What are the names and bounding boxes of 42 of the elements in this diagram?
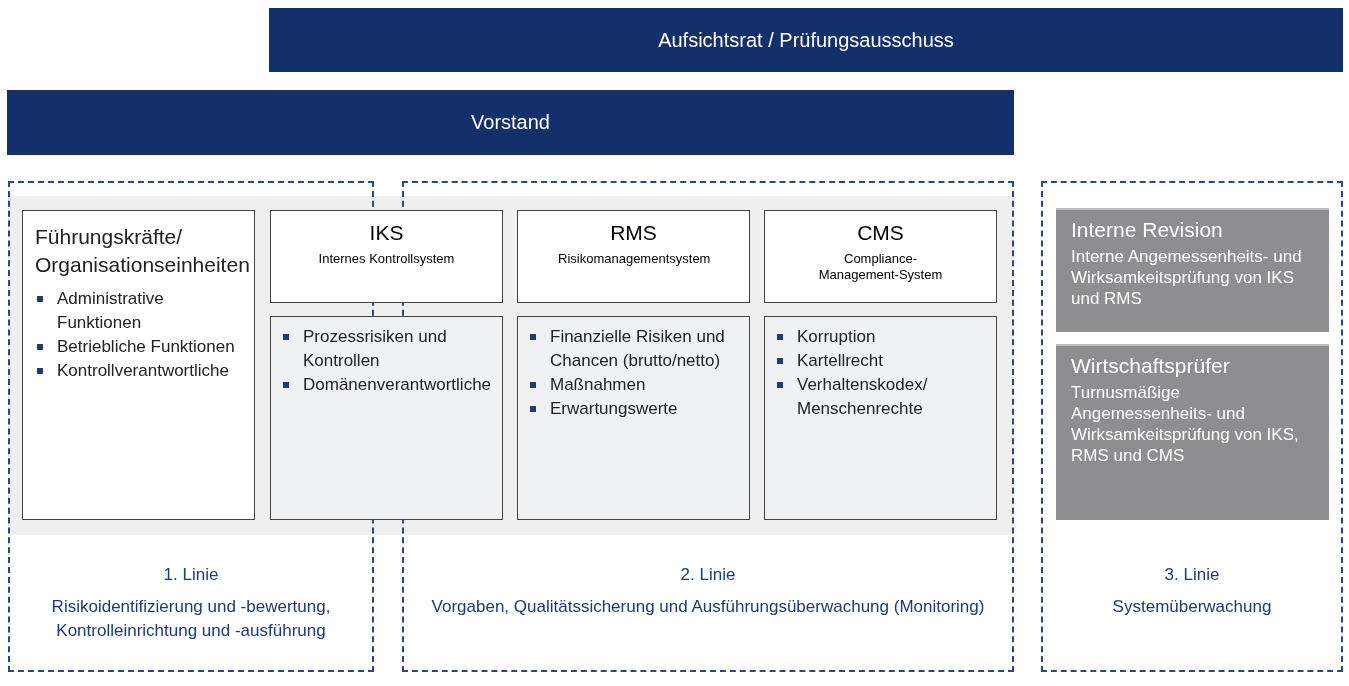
bullet-item: Verhaltenskodex/ Menschenrechte <box>775 373 990 421</box>
box-heading: Wirtschaftsprüfer <box>1071 354 1231 378</box>
list-box <box>764 316 997 520</box>
title-bar <box>269 8 1343 72</box>
bar-title: Aufsichtsrat / Prüfungsausschuss <box>658 28 954 52</box>
bullet-item: Maßnahmen <box>528 373 743 397</box>
bullet-item: Betriebliche Funktionen <box>35 335 248 359</box>
bullet-item: Kartellrecht <box>775 349 990 373</box>
bar-title: Vorstand <box>471 111 550 134</box>
bullet-item: Finanzielle Risiken und Chancen (brutto/netto) <box>528 325 743 373</box>
box-heading: CMS <box>856 221 905 245</box>
dashed-region <box>1041 181 1343 672</box>
column-heading: 3. Linie <box>1163 564 1221 586</box>
box-heading: Führungskräfte/ Organisationseinheiten <box>35 224 248 278</box>
box-heading: Interne Revision <box>1071 218 1224 242</box>
column-heading: 1. Linie <box>162 564 220 586</box>
bullet-item: Administrative Funktionen <box>35 287 248 335</box>
list-box <box>517 316 750 520</box>
box-heading: RMS <box>609 221 658 245</box>
title-bar <box>7 90 1014 155</box>
list-box <box>22 210 255 520</box>
bullet-item: Erwartungswerte <box>528 397 743 421</box>
box-heading: IKS <box>368 221 405 245</box>
box-text: Interne Angemessenheits- und Wirksamkeitsprüfung von IKS und RMS <box>1071 246 1303 309</box>
bullet-item: Korruption <box>775 325 990 349</box>
column-description: Risikoidentifizierung und -bewertung, Kontrolleinrichtung und -ausführung <box>50 596 332 642</box>
header-box <box>270 210 503 303</box>
box-subtitle: Internes Kontrollsystem <box>317 251 456 267</box>
column-description: Systemüberwachung <box>1111 596 1273 618</box>
bullet-item: Kontrollverantwortliche <box>35 359 248 383</box>
box-subtitle: Compliance-Management-System <box>817 251 944 283</box>
info-box <box>1056 346 1329 520</box>
box-text: Turnusmäßige Angemessenheits- und Wirksamkeitsprüfung von IKS, RMS und CMS <box>1071 382 1300 466</box>
column-description: Vorgaben, Qualitätssicherung und Ausführungsüberwachung (Monitoring) <box>430 596 986 618</box>
bullet-item: Domänenverantwortliche <box>281 373 496 397</box>
bullet-item: Prozessrisiken und Kontrollen <box>281 325 496 373</box>
column-heading: 2. Linie <box>679 564 737 586</box>
header-box <box>764 210 997 303</box>
list-box <box>270 316 503 520</box>
header-box <box>517 210 750 303</box>
box-subtitle: Risikomanagementsystem <box>557 251 712 267</box>
info-box <box>1056 210 1329 332</box>
